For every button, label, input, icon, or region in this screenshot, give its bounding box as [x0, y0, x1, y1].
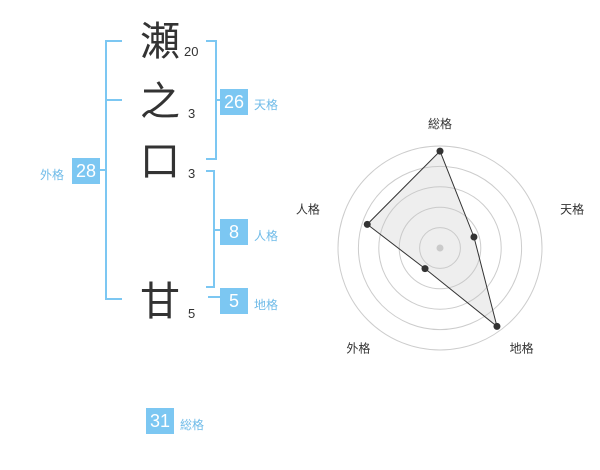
stroke-count-3: 3	[188, 166, 196, 181]
radar-axis-label: 外格	[346, 340, 370, 355]
stroke-count-4: 5	[188, 306, 196, 321]
radar-point	[421, 265, 429, 273]
radar-axis-label: 天格	[560, 202, 584, 217]
radar-axis-label: 人格	[296, 202, 320, 217]
stroke-count-2: 3	[188, 106, 196, 121]
name-char-4: 甘	[140, 279, 180, 325]
radar-point	[493, 322, 501, 330]
radar-point	[436, 147, 444, 155]
soukaku-badge: 31	[146, 408, 174, 434]
radar-ring	[378, 186, 502, 310]
radar-point	[470, 233, 478, 241]
name-char-1: 瀬	[140, 19, 180, 65]
name-char-3: 口	[140, 139, 180, 185]
gaikaku-badge: 28	[72, 158, 100, 184]
jinkaku-badge: 8	[220, 219, 248, 245]
radar-center	[436, 244, 444, 252]
stroke-count-1: 20	[184, 44, 199, 59]
tenkaku-badge: 26	[220, 89, 248, 115]
chikaku-label: 地格	[254, 298, 279, 312]
radar-ring	[357, 165, 523, 331]
gaikaku-label: 外格	[40, 168, 65, 182]
radar-axis-label: 総格	[428, 116, 452, 131]
chikaku-badge: 5	[220, 288, 248, 314]
radar-polygon	[366, 150, 498, 328]
radar-ring	[398, 206, 482, 290]
soukaku-label: 総格	[180, 418, 205, 432]
tenkaku-label: 天格	[254, 98, 279, 112]
radar-axis-label: 地格	[510, 340, 534, 355]
radar-point	[363, 220, 371, 228]
radar-ring	[337, 145, 543, 351]
jinkaku-label: 人格	[254, 229, 279, 243]
name-char-2: 之	[140, 79, 180, 125]
radar-ring	[419, 227, 461, 269]
